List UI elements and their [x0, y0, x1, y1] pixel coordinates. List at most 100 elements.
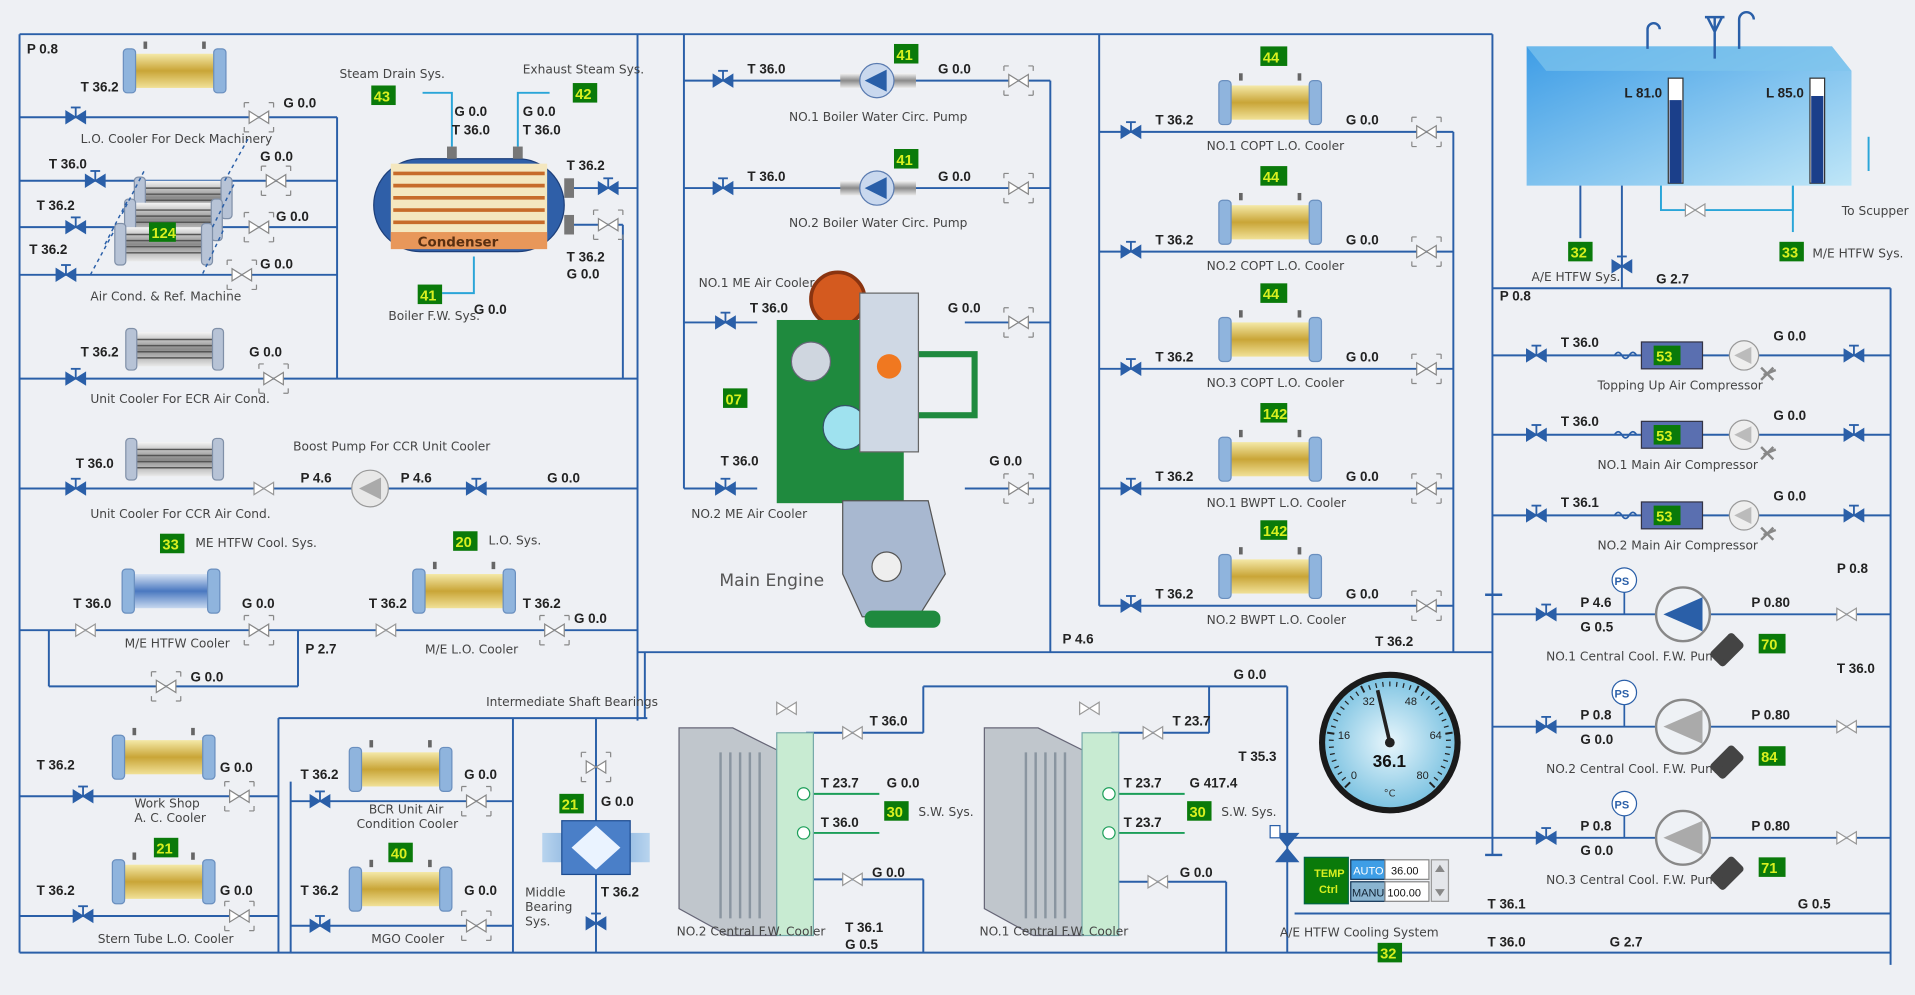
- cfw1-sw-tag: 30: [1190, 805, 1206, 821]
- boiler-pump-1-tag: 41: [896, 48, 912, 64]
- sterntube-temp: T 36.2: [37, 883, 75, 898]
- copt-cooler-3-flow: G 0.0: [1346, 350, 1379, 365]
- cfw2-temp-a: T 23.7: [821, 776, 859, 791]
- boiler-circ-pump-2[interactable]: 41 T 36.0 G 0.0 NO.2 Boiler Water Circ. …: [712, 148, 1034, 230]
- condenser[interactable]: Steam Drain Sys. 43 G 0.0 T 36.0 Exhaust…: [340, 62, 645, 323]
- sterntube-label: Stern Tube L.O. Cooler: [98, 932, 235, 946]
- temp-controller[interactable]: TEMP Ctrl AUTO MANU 36.00 100.00: [1269, 824, 1450, 905]
- htfw-temp: T 36.0: [73, 596, 111, 611]
- steam-drain-label: Steam Drain Sys.: [340, 67, 445, 81]
- copt-cooler-3-temp: T 36.2: [1155, 350, 1193, 365]
- right-temp: T 36.0: [1837, 661, 1875, 676]
- air-compressor-2-flow: G 0.0: [1773, 408, 1806, 423]
- air-cond-ref-machine[interactable]: 124 T 36.0 T 36.2 T 36.2 G 0.0 G 0.0 G 0…: [29, 136, 309, 304]
- air-compressor-1-label: Topping Up Air Compressor: [1596, 379, 1763, 393]
- unit-cooler-ccr[interactable]: T 36.0 P 4.6 P 4.6 G 0.0 Boost Pump For …: [65, 437, 580, 521]
- copt-cooler-3-label: NO.3 COPT L.O. Cooler: [1207, 376, 1345, 390]
- central-fw-cooler-2[interactable]: T 36.0 T 23.7 G 0.0 30 S.W. Sys. T 36.0 …: [677, 701, 974, 952]
- copt-return-temp: T 36.2: [1375, 634, 1413, 649]
- mgo-label: MGO Cooler: [371, 932, 445, 946]
- unit-cooler-ecr[interactable]: T 36.2 G 0.0 Unit Cooler For ECR Air Con…: [65, 327, 289, 406]
- setpoint-field[interactable]: [1384, 859, 1430, 880]
- boiler-pump-1-label: NO.1 Boiler Water Circ. Pump: [789, 110, 968, 124]
- stepper-arrows-icon: [1435, 864, 1445, 897]
- cfw1-sw-label: S.W. Sys.: [1221, 805, 1276, 819]
- aircond-temp-2: T 36.2: [37, 198, 75, 213]
- boiler-pump-1-temp: T 36.0: [747, 61, 785, 76]
- gauge-tick-label: 32: [1363, 696, 1375, 708]
- me-htfw-label: M/E HTFW Sys.: [1812, 247, 1903, 261]
- cfw-pump-1-pressure-out: P 0.80: [1751, 595, 1790, 610]
- lo-deck-label: L.O. Cooler For Deck Machinery: [81, 132, 273, 146]
- expansion-tank[interactable]: L 81.0 L 85.0 To Scupper 32 A/E HTFW Sys…: [1500, 11, 1910, 303]
- middle-bearing[interactable]: Intermediate Shaft Bearings 21 G 0.0 T 3…: [486, 695, 658, 931]
- ccr-pump-label: Boost Pump For CCR Unit Cooler: [293, 440, 491, 454]
- stepper-control[interactable]: [1430, 859, 1450, 902]
- engine-tag: 07: [725, 392, 741, 408]
- stern-tube-lo-cooler[interactable]: 21 T 36.2 G 0.0 Stern Tube L.O. Cooler: [37, 837, 255, 946]
- tank-level-bar-2: [1811, 95, 1824, 184]
- bottom-flow-2: G 2.7: [1610, 935, 1643, 950]
- copt-cooler-2-tag: 44: [1263, 170, 1280, 186]
- ecr-temp: T 36.2: [81, 345, 119, 360]
- ae-htfw-cooling-system: T 36.1 G 0.5 A/E HTFW Cooling System T 3…: [1280, 897, 1831, 963]
- air-compressor-2-temp: T 36.0: [1561, 414, 1599, 429]
- cfw-top-flow: G 0.0: [1234, 667, 1267, 682]
- lo-cooler-deck[interactable]: T 36.2 G 0.0 L.O. Cooler For Deck Machin…: [65, 39, 316, 146]
- shaft-bearing-label: Intermediate Shaft Bearings: [486, 695, 658, 709]
- gauge-unit: °C: [1384, 788, 1396, 799]
- workshop-label-1: Work Shop: [134, 796, 200, 810]
- bottom-temp-2: T 36.0: [1488, 935, 1526, 950]
- copt-cooler-1-label: NO.1 COPT L.O. Cooler: [1207, 139, 1345, 153]
- cfw-pump-3-pressure-in: P 0.8: [1580, 818, 1612, 833]
- output-field[interactable]: [1384, 881, 1430, 902]
- copt-cooler-4-temp: T 36.2: [1155, 469, 1193, 484]
- mgo-cooler[interactable]: 40 T 36.2 G 0.0 MGO Cooler: [300, 842, 497, 946]
- steam-drain-tag: 43: [374, 89, 390, 105]
- cfw1-flow-a: G 417.4: [1190, 776, 1238, 791]
- condenser-flow-in: G 0.0: [567, 266, 600, 281]
- boiler-fw-tag: 41: [420, 288, 436, 304]
- melo-temp-out: T 36.2: [523, 596, 561, 611]
- cfw-pump-1-tag: 70: [1761, 638, 1777, 654]
- bcr-unit-air-cooler[interactable]: T 36.2 G 0.0 BCR Unit Air Condition Cool…: [300, 738, 497, 831]
- workshop-ac-cooler[interactable]: T 36.2 G 0.0 Work Shop A. C. Cooler: [37, 726, 255, 825]
- copt-cooler-2-label: NO.2 COPT L.O. Cooler: [1207, 259, 1345, 273]
- boiler-fw-label: Boiler F.W. Sys.: [388, 309, 480, 323]
- tank-level-1: L 81.0: [1624, 86, 1662, 101]
- melo-temp-in: T 36.2: [369, 596, 407, 611]
- boiler-pump-2-label: NO.2 Boiler Water Circ. Pump: [789, 216, 968, 230]
- aircond-temp-3: T 36.2: [29, 242, 67, 257]
- aircond-label: Air Cond. & Ref. Machine: [90, 289, 241, 303]
- manu-label: MANU: [1352, 887, 1384, 899]
- temp-ctrl-title-2: Ctrl: [1319, 884, 1338, 896]
- gauge-tick-label: 80: [1417, 770, 1429, 782]
- boiler-circ-pump-1[interactable]: 41 T 36.0 G 0.0 NO.1 Boiler Water Circ. …: [712, 43, 1034, 124]
- ccr-label: Unit Cooler For CCR Air Cond.: [90, 507, 270, 521]
- central-fw-cooler-1[interactable]: T 23.7 T 23.7 G 417.4 30 S.W. Sys. T 23.…: [979, 667, 1276, 938]
- copt-cooler-5-flow: G 0.0: [1346, 586, 1379, 601]
- me-lo-cooler[interactable]: 20 L.O. Sys. T 36.2 T 36.2 G 0.0 M/E L.O…: [369, 531, 607, 656]
- copt-cooler-5-label: NO.2 BWPT L.O. Cooler: [1207, 613, 1347, 627]
- gauge-tick-label: 64: [1430, 730, 1442, 742]
- cfw-pump-1-pressure-in: P 4.6: [1580, 595, 1611, 610]
- gauge-tick-label: 0: [1351, 770, 1357, 782]
- ccr-temp: T 36.0: [76, 456, 114, 471]
- main-engine[interactable]: NO.1 ME Air Cooler T 36.0 G 0.0 T 36.0 G…: [691, 270, 1094, 647]
- main-pressure: P 0.8: [27, 42, 59, 57]
- condenser-temp-out: T 36.2: [567, 158, 605, 173]
- me-htfw-cooler[interactable]: 33 ME HTFW Cool. Sys. T 36.0 G 0.0 G 0.0…: [73, 533, 336, 702]
